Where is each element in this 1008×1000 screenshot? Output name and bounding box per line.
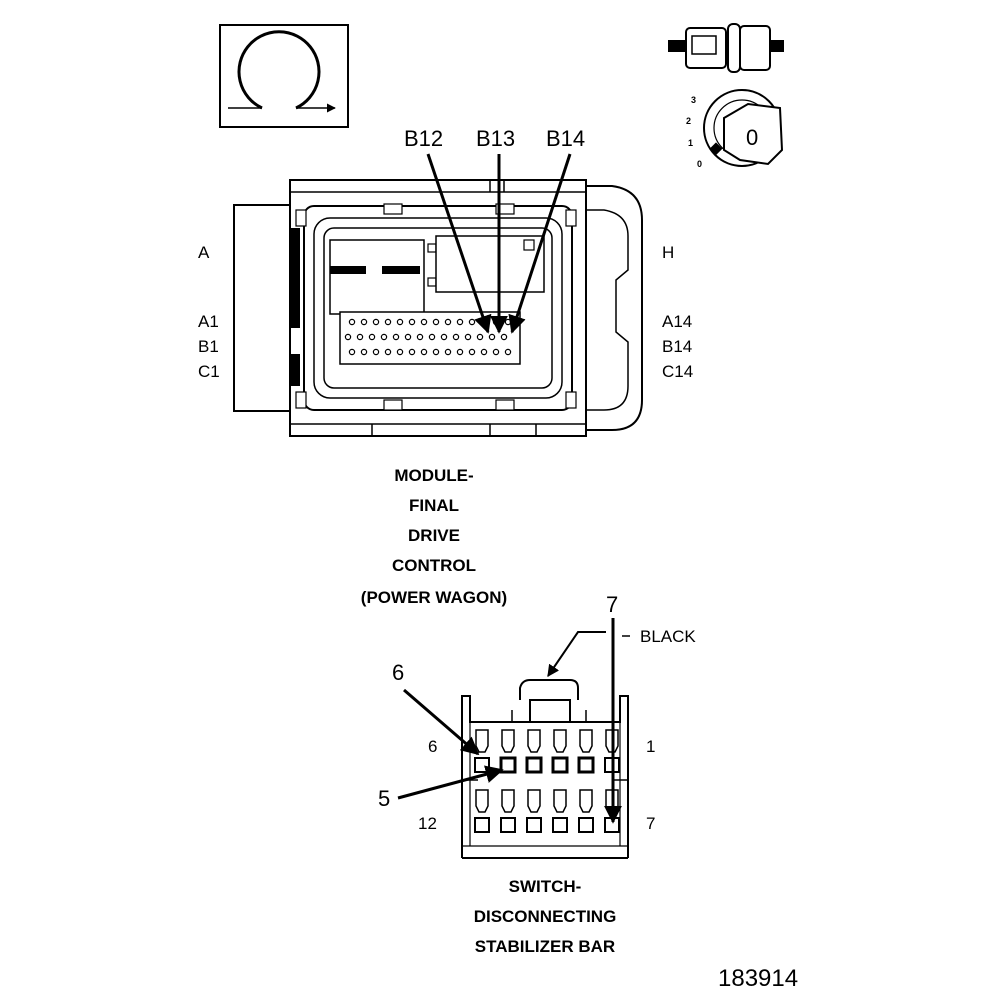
module-pin-cavity xyxy=(392,333,400,341)
module-pin-cavity xyxy=(488,333,496,341)
switch-terminal xyxy=(552,789,568,833)
key-position-icon: 3 2 1 0 0 xyxy=(686,89,784,169)
switch-terminal xyxy=(551,729,569,774)
callout-6: 6 xyxy=(392,660,404,685)
switch-caption-line-3: STABILIZER BAR xyxy=(475,937,615,956)
module-pin-cavity xyxy=(480,348,488,356)
row-label-b14: B14 xyxy=(662,337,692,356)
switch-connector xyxy=(461,679,629,859)
connector-mating-icon xyxy=(668,23,784,73)
key-position-0: 0 xyxy=(697,159,702,169)
module-pin-cavity xyxy=(396,318,404,326)
module-pin-cavity xyxy=(444,348,452,356)
module-pin-cavity xyxy=(444,318,452,326)
module-pin-cavity xyxy=(384,348,392,356)
switch-terminal xyxy=(526,789,542,833)
module-caption-line-3: DRIVE xyxy=(408,526,460,545)
module-pin-cavity xyxy=(360,348,368,356)
module-pin-cavity xyxy=(468,318,476,326)
figure-number: 183914 xyxy=(718,965,798,992)
module-pin-cavity xyxy=(456,318,464,326)
switch-terminal xyxy=(500,789,516,833)
black-label: BLACK xyxy=(640,627,696,646)
pin-label-b12: B12 xyxy=(404,126,443,151)
module-pin-cavity xyxy=(408,348,416,356)
arrow-b12 xyxy=(426,153,492,334)
row-label-a1: A1 xyxy=(198,312,219,331)
switch-terminal xyxy=(499,729,517,774)
key-position-3: 3 xyxy=(691,95,696,105)
module-pin-cavity xyxy=(504,348,512,356)
module-pin-cavity xyxy=(420,318,428,326)
module-pin-cavity xyxy=(368,333,376,341)
module-caption-line-4: CONTROL xyxy=(392,556,476,575)
module-pin-cavity xyxy=(456,348,464,356)
switch-terminal xyxy=(577,729,595,774)
row-label-h: H xyxy=(662,243,674,262)
module-pin-cavity xyxy=(356,333,364,341)
module-pin-array xyxy=(344,318,512,356)
key-position-1: 1 xyxy=(688,138,693,148)
module-pin-cavity xyxy=(440,333,448,341)
module-pin-cavity xyxy=(504,318,512,326)
module-caption-line-5: (POWER WAGON) xyxy=(361,588,507,607)
module-pin-cavity xyxy=(432,348,440,356)
callout-5: 5 xyxy=(378,786,390,811)
module-pin-cavity xyxy=(372,348,380,356)
switch-caption-line-1: SWITCH- xyxy=(509,877,582,896)
module-pin-cavity xyxy=(500,333,508,341)
row-label-c14: C14 xyxy=(662,362,693,381)
cavity-label-1: 1 xyxy=(646,737,655,756)
switch-terminal xyxy=(474,729,490,773)
module-pin-cavity xyxy=(468,348,476,356)
pin-label-b13: B13 xyxy=(476,126,515,151)
row-label-a: A xyxy=(198,243,210,262)
row-label-a14: A14 xyxy=(662,312,692,331)
switch-terminal xyxy=(474,789,490,833)
module-pin-cavity xyxy=(372,318,380,326)
cavity-label-6: 6 xyxy=(428,737,437,756)
module-pin-cavity xyxy=(396,348,404,356)
module-pin-cavity xyxy=(464,333,472,341)
module-pin-cavity xyxy=(408,318,416,326)
module-pin-cavity xyxy=(416,333,424,341)
module-pin-cavity xyxy=(428,333,436,341)
module-pin-cavity xyxy=(344,333,352,341)
module-pin-cavity xyxy=(404,333,412,341)
module-pin-cavity xyxy=(492,348,500,356)
module-caption-line-1: MODULE- xyxy=(394,466,473,485)
module-pin-cavity xyxy=(384,318,392,326)
arrow-5 xyxy=(397,765,504,800)
arrow-6 xyxy=(403,688,480,756)
module-pin-cavity xyxy=(452,333,460,341)
rotation-view-icon xyxy=(219,24,349,128)
module-connector xyxy=(233,179,643,437)
key-position-2: 2 xyxy=(686,116,691,126)
row-label-c1: C1 xyxy=(198,362,220,381)
module-pin-cavity xyxy=(420,348,428,356)
switch-pin-array xyxy=(474,729,620,833)
module-caption-line-2: FINAL xyxy=(409,496,459,515)
arrow-black xyxy=(547,631,606,677)
cavity-label-12: 12 xyxy=(418,814,437,833)
module-pin-cavity xyxy=(380,333,388,341)
cavity-label-7: 7 xyxy=(646,814,655,833)
switch-caption-line-2: DISCONNECTING xyxy=(474,907,617,926)
callout-7: 7 xyxy=(606,592,618,617)
module-pin-cavity xyxy=(432,318,440,326)
module-pin-cavity xyxy=(360,318,368,326)
module-pin-cavity xyxy=(476,333,484,341)
module-pin-cavity xyxy=(348,348,356,356)
switch-terminal xyxy=(525,729,543,774)
key-label: 0 xyxy=(746,125,758,150)
pin-label-b14: B14 xyxy=(546,126,585,151)
row-label-b1: B1 xyxy=(198,337,219,356)
switch-terminal xyxy=(578,789,594,833)
arrow-b14 xyxy=(508,153,572,334)
module-pin-cavity xyxy=(348,318,356,326)
